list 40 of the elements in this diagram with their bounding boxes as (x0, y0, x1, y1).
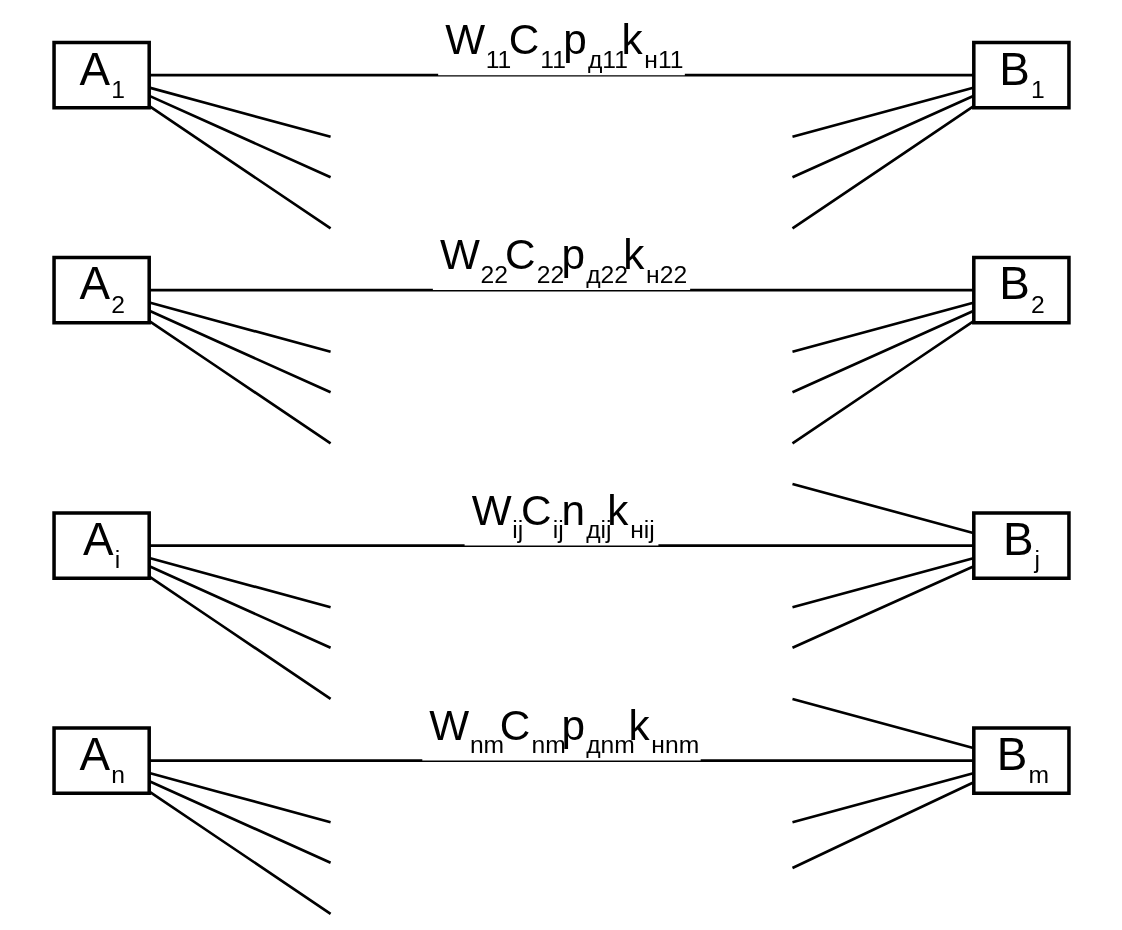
connector (791, 94, 974, 179)
edge-label: W$_{nm}$C$_{nm}$p$_{дnm}$k$_{нnm}$ (428, 701, 699, 759)
connector (148, 544, 973, 547)
connector (148, 73, 973, 77)
connector (148, 790, 331, 915)
connector (148, 301, 331, 354)
edge-label: W$_{22}$C$_{22}$p$_{д22}$k$_{н22}$ (439, 231, 687, 288)
connector (791, 309, 974, 394)
connector (791, 697, 974, 750)
node-box: B$_{j}$ (971, 511, 1071, 580)
connector (791, 105, 974, 230)
connector (148, 556, 331, 609)
node-box: A$_{n}$ (51, 726, 151, 795)
connector (148, 320, 331, 445)
connector (148, 86, 331, 139)
connector (148, 105, 331, 230)
node-box: B$_{1}$ (971, 40, 1071, 110)
connector (148, 94, 331, 179)
connector (791, 301, 974, 353)
node-box: B$_{m}$ (971, 726, 1071, 795)
connector (148, 771, 331, 824)
edge-label: W$_{ij}$C$_{ij}$n$_{дij}$k$_{нij}$ (471, 486, 655, 544)
node-box: A$_{i}$ (51, 511, 151, 580)
edge-label: W$_{11}$C$_{11}$p$_{д11}$k$_{н11}$ (444, 16, 684, 73)
connector (791, 781, 974, 870)
connector (791, 556, 974, 609)
node-box: B$_{2}$ (971, 255, 1071, 325)
connector (791, 771, 974, 824)
connector (148, 780, 331, 864)
node-box: A$_{1}$ (51, 40, 151, 110)
connector (791, 320, 974, 445)
connector (148, 288, 973, 292)
connector (791, 565, 974, 649)
connector (791, 86, 974, 139)
connector (148, 565, 331, 649)
connector (148, 759, 973, 762)
connector (148, 309, 331, 394)
node-box: A$_{2}$ (51, 255, 151, 325)
connector (148, 575, 331, 700)
connector (791, 482, 974, 535)
